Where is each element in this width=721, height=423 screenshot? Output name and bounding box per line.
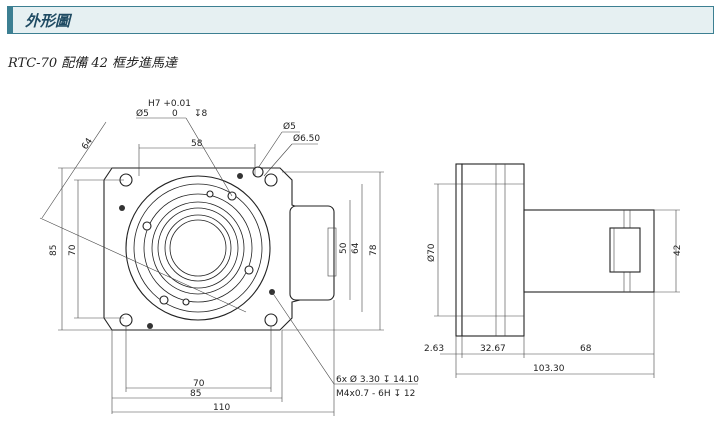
pin-spec-depth: ↧8 bbox=[194, 109, 208, 119]
pin-hole bbox=[252, 166, 264, 178]
dim-70-vertical: 70 bbox=[68, 244, 78, 256]
table-bore bbox=[169, 219, 227, 277]
dim-10330: 103.30 bbox=[533, 364, 565, 374]
motor-cover bbox=[289, 205, 335, 301]
mount-hole bbox=[142, 221, 152, 231]
pin-spec-line1: H7 +0.01 bbox=[148, 99, 191, 109]
corner-hole bbox=[119, 313, 133, 327]
mount-hole bbox=[182, 298, 190, 306]
table-ring bbox=[157, 207, 239, 289]
dim-70-bottom: 70 bbox=[193, 379, 205, 389]
holes-spec-line1: 6x Ø 3.30 ↧ 14.10 bbox=[336, 374, 419, 385]
dim-68: 68 bbox=[580, 344, 592, 354]
dim-dia-70: Ø70 bbox=[426, 243, 437, 262]
corner-hole bbox=[264, 313, 278, 327]
dim-85-bottom: 85 bbox=[190, 389, 201, 399]
side-table-body bbox=[461, 163, 525, 337]
cover-tab bbox=[327, 227, 337, 277]
dim-42: 42 bbox=[673, 245, 683, 256]
dim-64: 64 bbox=[80, 136, 95, 151]
dim-64-right: 64 bbox=[351, 242, 361, 254]
dim-78: 78 bbox=[369, 244, 379, 256]
dim-263: 2.63 bbox=[424, 344, 444, 354]
side-flange-plate bbox=[455, 163, 463, 337]
dim-110: 110 bbox=[213, 403, 230, 413]
front-view: 58 64 85 70 50 64 78 70 85 bbox=[39, 99, 419, 416]
holes-spec-line2: M4x0.7 - 6H ↧ 12 bbox=[336, 389, 415, 399]
table-ring bbox=[143, 193, 253, 303]
motor-connector bbox=[609, 227, 641, 273]
table-bore bbox=[164, 214, 232, 282]
set-screw bbox=[119, 205, 125, 211]
hole-dia-5: Ø5 bbox=[283, 121, 296, 132]
section-title: 外形圖 bbox=[25, 12, 71, 30]
table-ring bbox=[133, 183, 263, 313]
table-ring bbox=[151, 201, 245, 295]
mount-hole bbox=[206, 190, 214, 198]
mount-hole bbox=[244, 265, 254, 275]
hole-dia-650: Ø6.50 bbox=[293, 133, 320, 144]
set-screw bbox=[237, 173, 243, 179]
corner-hole bbox=[264, 173, 278, 187]
dim-50: 50 bbox=[339, 242, 349, 254]
drawing-subtitle: RTC-70 配備 42 框步進馬達 bbox=[8, 56, 178, 71]
dim-3267: 32.67 bbox=[480, 344, 506, 354]
set-screw bbox=[147, 323, 153, 329]
section-header: 外形圖 bbox=[7, 6, 714, 34]
side-view: Ø70 42 2.63 32.67 68 103.30 bbox=[424, 163, 683, 378]
pin-spec-tol: 0 bbox=[172, 109, 178, 119]
mount-hole bbox=[159, 295, 169, 305]
pin-spec-dia: Ø5 bbox=[136, 108, 149, 119]
dim-58: 58 bbox=[191, 139, 203, 149]
dim-85-vertical: 85 bbox=[49, 245, 59, 256]
table-outer-ring bbox=[125, 175, 271, 321]
